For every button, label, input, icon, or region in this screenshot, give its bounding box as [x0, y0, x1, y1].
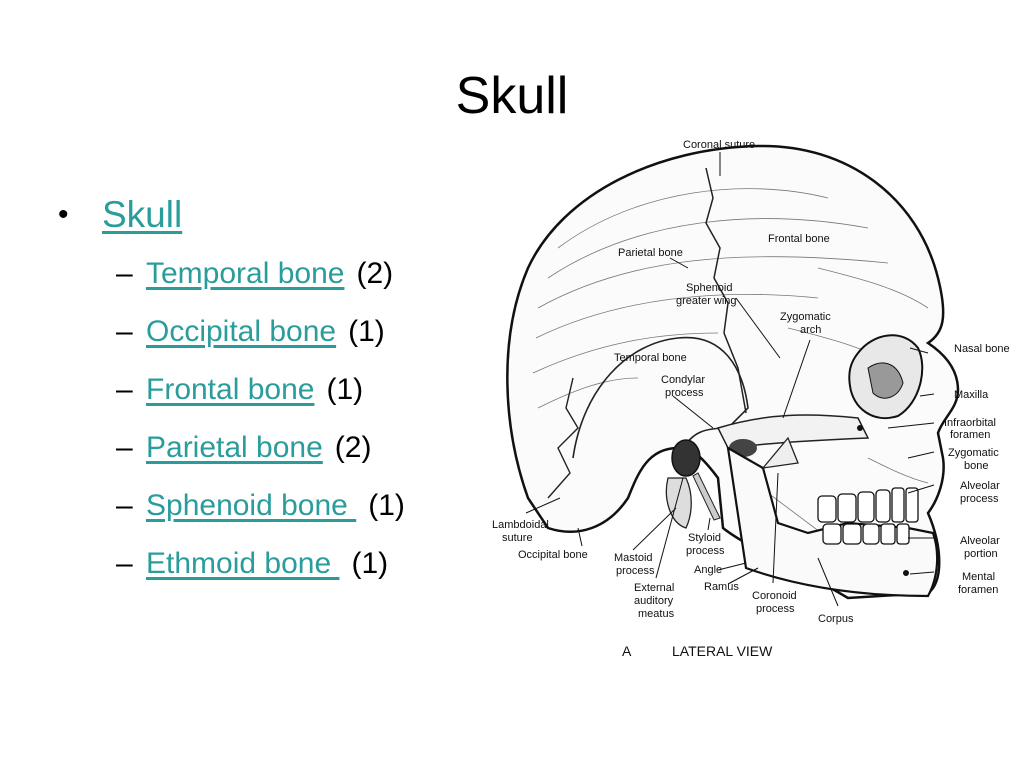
- temporal-bone-link[interactable]: Temporal bone: [146, 257, 345, 290]
- sphenoid-bone-link[interactable]: Sphenoid bone: [146, 489, 357, 522]
- count: (1): [351, 547, 389, 580]
- label-lambdoidal-suture: suture: [502, 532, 533, 544]
- coronal-suture: [705, 167, 747, 414]
- zygomatic-arch: [716, 414, 870, 449]
- label-alveolar-portion-2: portion: [964, 548, 998, 560]
- label-lambdoidal: Lambdoidal: [492, 519, 549, 531]
- ethmoid-bone-link[interactable]: Ethmoid bone: [146, 547, 340, 580]
- label-coronoid-process: process: [756, 603, 795, 615]
- external-auditory-meatus: [671, 439, 701, 477]
- dash: –: [116, 373, 133, 406]
- label-mastoid: Mastoid: [614, 552, 653, 564]
- sub-list: –Temporal bone(2) –Occipital bone(1) –Fr…: [116, 250, 405, 598]
- label-ramus: Ramus: [704, 581, 739, 593]
- label-zygomatic-bone-2: bone: [964, 460, 988, 472]
- bullet-item: • Skull: [58, 190, 182, 240]
- skull-illustration: Coronal suture Parietal bone Frontal bon…: [492, 139, 1010, 659]
- label-condylar-process: process: [665, 387, 704, 399]
- caption-lateral-view: LATERAL VIEW: [672, 643, 773, 659]
- label-nasal-bone: Nasal bone: [954, 343, 1010, 355]
- skull-link[interactable]: Skull: [102, 194, 183, 235]
- count: (1): [326, 373, 364, 406]
- label-external: External: [634, 582, 674, 594]
- label-occipital-bone: Occipital bone: [518, 549, 588, 561]
- dash: –: [116, 547, 133, 580]
- styloid-process: [692, 472, 721, 521]
- skull-figure: Coronal suture Parietal bone Frontal bon…: [488, 128, 1024, 668]
- bullet-dot-icon: •: [58, 198, 69, 231]
- count: (1): [368, 489, 405, 522]
- parietal-bone-link[interactable]: Parietal bone: [146, 431, 323, 464]
- label-maxilla: Maxilla: [954, 389, 989, 401]
- count: (1): [348, 315, 385, 348]
- label-condylar: Condylar: [661, 374, 705, 386]
- caption-letter: A: [622, 643, 632, 659]
- label-zygomatic-arch-1: Zygomatic: [780, 311, 831, 323]
- label-zygomatic-arch-2: arch: [800, 324, 821, 336]
- coronoid-process: [761, 436, 799, 469]
- label-frontal-bone: Frontal bone: [768, 233, 830, 245]
- mandible-outline: [726, 445, 939, 598]
- list-item: –Frontal bone (1): [116, 366, 405, 424]
- dash: –: [116, 315, 133, 348]
- label-greater-wing: greater wing: [676, 295, 737, 307]
- label-alveolar-portion-1: Alveolar: [960, 535, 1000, 547]
- list-item: –Parietal bone (2): [116, 424, 405, 482]
- bullet-list: • Skull: [58, 190, 182, 240]
- label-corpus: Corpus: [818, 613, 854, 625]
- label-temporal-bone: Temporal bone: [614, 352, 687, 364]
- list-item: –Sphenoid bone (1): [116, 482, 405, 540]
- label-coronoid: Coronoid: [752, 590, 797, 602]
- mastoid-process: [665, 477, 692, 529]
- leader-lines: [525, 152, 935, 607]
- label-meatus: meatus: [638, 608, 675, 620]
- dash: –: [116, 489, 133, 522]
- dash: –: [116, 257, 133, 290]
- label-angle: Angle: [694, 564, 722, 576]
- list-item: –Temporal bone (2): [116, 250, 405, 308]
- mental-foramen: [903, 570, 909, 576]
- count: (2): [334, 431, 372, 464]
- frontal-bone-link[interactable]: Frontal bone: [146, 373, 315, 406]
- label-mental: Mental: [962, 571, 995, 583]
- temporal-bone-outline: [572, 336, 749, 459]
- infraorbital-foramen: [857, 425, 863, 431]
- label-mastoid-process: process: [616, 565, 655, 577]
- label-coronal-suture: Coronal suture: [683, 139, 755, 151]
- label-alveolar-process-1: Alveolar: [960, 480, 1000, 492]
- teeth: [817, 487, 919, 545]
- label-styloid-process: process: [686, 545, 725, 557]
- label-styloid: Styloid: [688, 532, 721, 544]
- occipital-bone-link[interactable]: Occipital bone: [146, 315, 337, 348]
- dash: –: [116, 431, 133, 464]
- label-mental-foramen: foramen: [958, 584, 998, 596]
- lambdoidal-suture: [547, 377, 579, 499]
- label-infraorbital-foramen: foramen: [950, 429, 990, 441]
- label-parietal-bone: Parietal bone: [618, 247, 683, 259]
- slide-title: Skull: [455, 67, 569, 125]
- label-infraorbital: Infraorbital: [944, 417, 996, 429]
- list-item: –Occipital bone (1): [116, 308, 405, 366]
- list-item: –Ethmoid bone (1): [116, 540, 405, 598]
- label-zygomatic-bone-1: Zygomatic: [948, 447, 999, 459]
- label-alveolar-process-2: process: [960, 493, 999, 505]
- count: (2): [356, 257, 394, 290]
- label-sphenoid: Sphenoid: [686, 282, 733, 294]
- label-auditory: auditory: [634, 595, 674, 607]
